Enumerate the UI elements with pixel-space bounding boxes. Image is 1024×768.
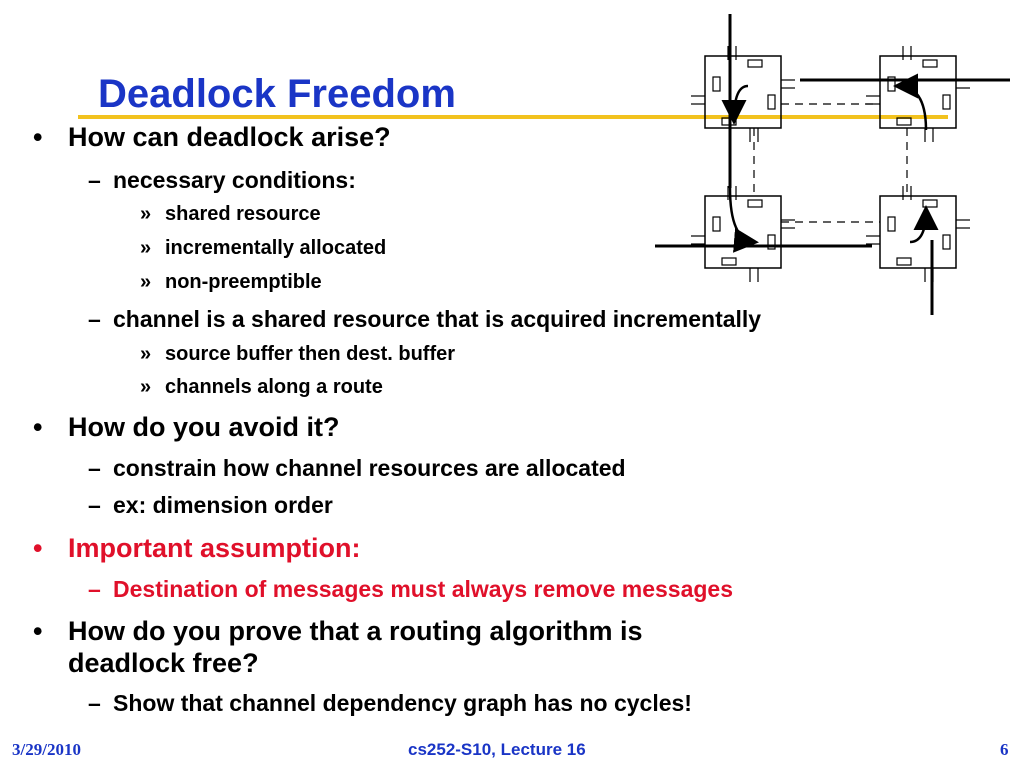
bullet-text: How do you prove that a routing algorith… <box>68 616 643 646</box>
bullet-marker: • <box>33 122 43 152</box>
bullet-text: Show that channel dependency graph has n… <box>113 690 692 716</box>
footer-date: 3/29/2010 <box>12 740 81 759</box>
bullet-marker: – <box>88 690 101 716</box>
bullet-marker: • <box>33 616 43 646</box>
bullet-text: shared resource <box>165 203 321 225</box>
bullet-text: incrementally allocated <box>165 237 387 259</box>
bullet-text: ex: dimension order <box>113 492 333 518</box>
bullet-marker: – <box>88 167 101 193</box>
bullet-text: channels along a route <box>165 376 383 398</box>
bullet-text: channel is a shared resource that is acq… <box>113 306 762 332</box>
mesh-router-deadlock-cycle-icon <box>655 14 1010 315</box>
footer-lecture: cs252-S10, Lecture 16 <box>408 740 586 759</box>
bullet-marker: » <box>140 376 152 398</box>
bullet-marker: – <box>88 576 101 602</box>
bullet-text-continuation: deadlock free? <box>68 648 259 678</box>
bullet-text: Destination of messages must always remo… <box>113 576 734 602</box>
bullet-text: non-preemptible <box>165 271 322 293</box>
title-underline <box>78 115 948 119</box>
bullet-text: necessary conditions: <box>113 167 356 193</box>
bullet-text: source buffer then dest. buffer <box>165 343 456 365</box>
bullet-marker: » <box>140 343 152 365</box>
bullet-text: Important assumption: <box>68 533 361 563</box>
bullet-text: constrain how channel resources are allo… <box>113 455 626 481</box>
bullet-marker: – <box>88 455 101 481</box>
bullet-list: • How can deadlock arise? – necessary co… <box>33 122 762 716</box>
bullet-marker: » <box>140 237 152 259</box>
bullet-marker: » <box>140 203 152 225</box>
bullet-marker: » <box>140 271 152 293</box>
bullet-text: How do you avoid it? <box>68 412 340 442</box>
slide-title: Deadlock Freedom <box>98 72 456 116</box>
bullet-marker: • <box>33 533 43 563</box>
bullet-marker: – <box>88 492 101 518</box>
bullet-text: How can deadlock arise? <box>68 122 391 152</box>
bullet-marker: • <box>33 412 43 442</box>
footer-page-number: 6 <box>1000 740 1009 759</box>
bullet-marker: – <box>88 306 101 332</box>
